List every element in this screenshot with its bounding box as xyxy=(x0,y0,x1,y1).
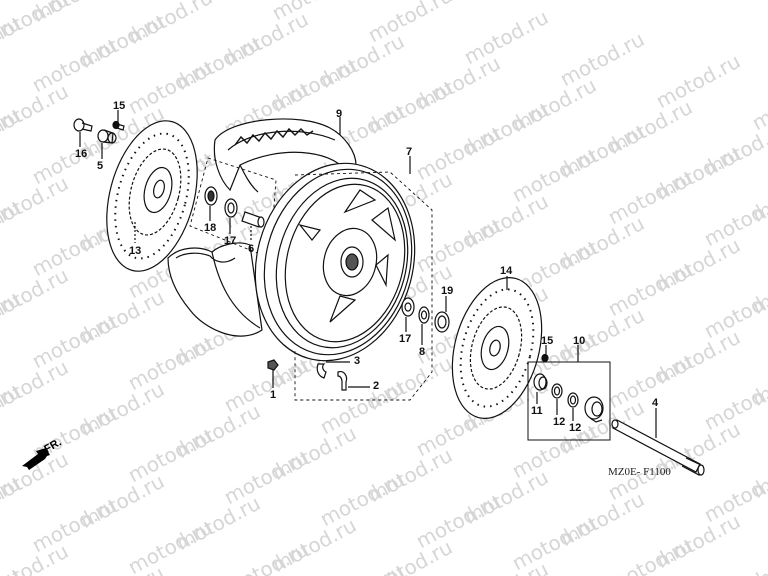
callout-19[interactable]: 19 xyxy=(441,285,454,297)
callout-6[interactable]: 6 xyxy=(248,243,255,255)
bearing-17-right[interactable] xyxy=(401,297,415,317)
callout-12[interactable]: 12 xyxy=(553,416,566,428)
callout-11[interactable]: 11 xyxy=(531,405,543,417)
valve-cap-1[interactable] xyxy=(267,359,279,371)
callout-8[interactable]: 8 xyxy=(419,346,426,358)
front-axle[interactable] xyxy=(611,419,705,476)
callout-12[interactable]: 12 xyxy=(569,422,582,434)
balance-weight-3[interactable] xyxy=(316,363,327,379)
washer-12b[interactable] xyxy=(567,392,579,408)
dust-seal-18[interactable] xyxy=(204,186,218,206)
collar-5[interactable] xyxy=(97,129,117,144)
valve-stem-2[interactable] xyxy=(337,371,348,391)
callout-14[interactable]: 14 xyxy=(500,265,513,277)
flange-bolt-16[interactable] xyxy=(73,118,93,132)
callout-4[interactable]: 4 xyxy=(652,397,659,409)
washer-12a[interactable] xyxy=(551,383,563,399)
bolt-15-right[interactable] xyxy=(541,353,549,363)
wheel-rim[interactable] xyxy=(234,145,436,379)
callout-1[interactable]: 1 xyxy=(270,389,277,401)
callout-13[interactable]: 13 xyxy=(129,245,142,257)
callout-3[interactable]: 3 xyxy=(354,355,361,367)
callout-17[interactable]: 17 xyxy=(399,333,412,345)
callout-17[interactable]: 17 xyxy=(224,235,237,247)
diagram-code: MZ0E- F1100 xyxy=(608,466,671,478)
bearing-17-left[interactable] xyxy=(224,198,238,218)
right-brake-disc[interactable] xyxy=(438,268,556,429)
speedometer-gearbox[interactable] xyxy=(584,396,604,423)
callout-2[interactable]: 2 xyxy=(373,380,380,392)
callout-5[interactable]: 5 xyxy=(97,160,104,172)
front-direction-arrow-icon xyxy=(22,448,50,470)
tire-lower-section xyxy=(167,242,263,337)
callout-9[interactable]: 9 xyxy=(336,108,343,120)
distance-collar-6[interactable] xyxy=(241,211,265,228)
callout-18[interactable]: 18 xyxy=(204,222,217,234)
dust-seal-19[interactable] xyxy=(434,311,450,333)
callout-7[interactable]: 7 xyxy=(406,146,413,158)
callout-15[interactable]: 15 xyxy=(541,335,554,347)
left-brake-disc[interactable] xyxy=(92,111,213,281)
circlip-8[interactable] xyxy=(418,306,430,324)
side-collar-11[interactable] xyxy=(533,373,548,391)
bolt-15-left[interactable] xyxy=(112,120,125,131)
callout-10[interactable]: 10 xyxy=(573,335,586,347)
callout-15[interactable]: 15 xyxy=(113,100,126,112)
callout-16[interactable]: 16 xyxy=(75,148,88,160)
